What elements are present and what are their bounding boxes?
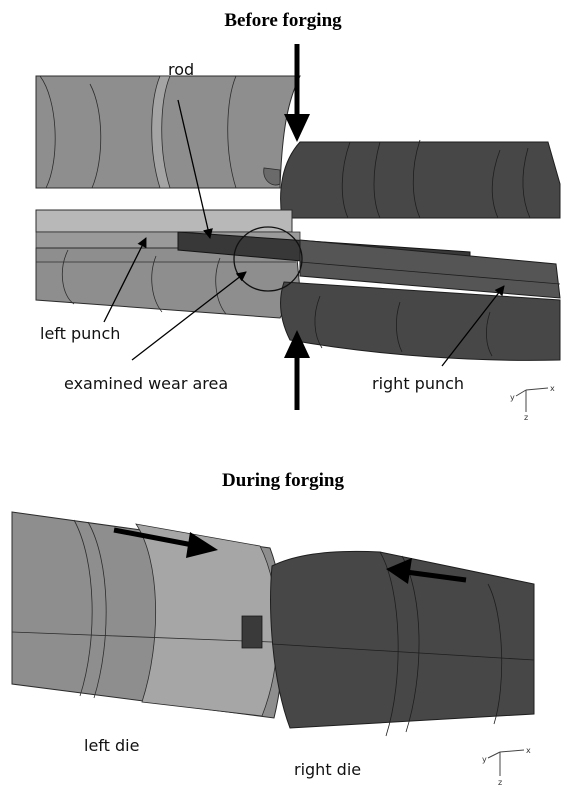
triad-bottom-y: y xyxy=(482,755,487,764)
force-arrow-up xyxy=(284,330,310,410)
label-examined-wear-area: examined wear area xyxy=(64,374,229,393)
right-punch-shape xyxy=(299,239,561,299)
right-punch-pointer xyxy=(441,285,505,367)
title-during-forging: During forging xyxy=(222,470,344,491)
die-arrow-left xyxy=(386,558,467,584)
rod-bottom xyxy=(241,615,263,649)
triad-bottom-z: z xyxy=(498,778,502,787)
lower-right-die xyxy=(280,281,561,361)
label-left-punch: left punch xyxy=(40,324,121,343)
right-die-bottom xyxy=(270,550,535,737)
left-die-bottom xyxy=(11,511,284,719)
wear-area-circle xyxy=(233,226,303,292)
triad-top-x: x xyxy=(550,384,555,393)
triad-bottom: x z y xyxy=(482,746,531,787)
upper-right-die xyxy=(280,139,561,219)
lower-left-die xyxy=(35,247,301,319)
upper-left-die xyxy=(35,75,301,189)
triad-bottom-x: x xyxy=(526,746,531,755)
triad-top-y: y xyxy=(510,393,515,402)
left-punch-pointer xyxy=(103,237,147,323)
die-arrow-right xyxy=(113,527,218,558)
wear-area-pointer xyxy=(131,271,247,361)
label-right-punch: right punch xyxy=(372,374,465,393)
label-right-die: right die xyxy=(294,760,362,779)
triad-top: x z y xyxy=(510,384,555,422)
triad-top-z: z xyxy=(524,413,528,422)
title-before-forging: Before forging xyxy=(224,10,342,31)
rod-pointer xyxy=(177,99,213,239)
label-left-die: left die xyxy=(84,736,140,755)
label-rod: rod xyxy=(168,60,195,79)
force-arrow-down xyxy=(284,44,310,142)
left-punch-shape xyxy=(35,209,301,249)
